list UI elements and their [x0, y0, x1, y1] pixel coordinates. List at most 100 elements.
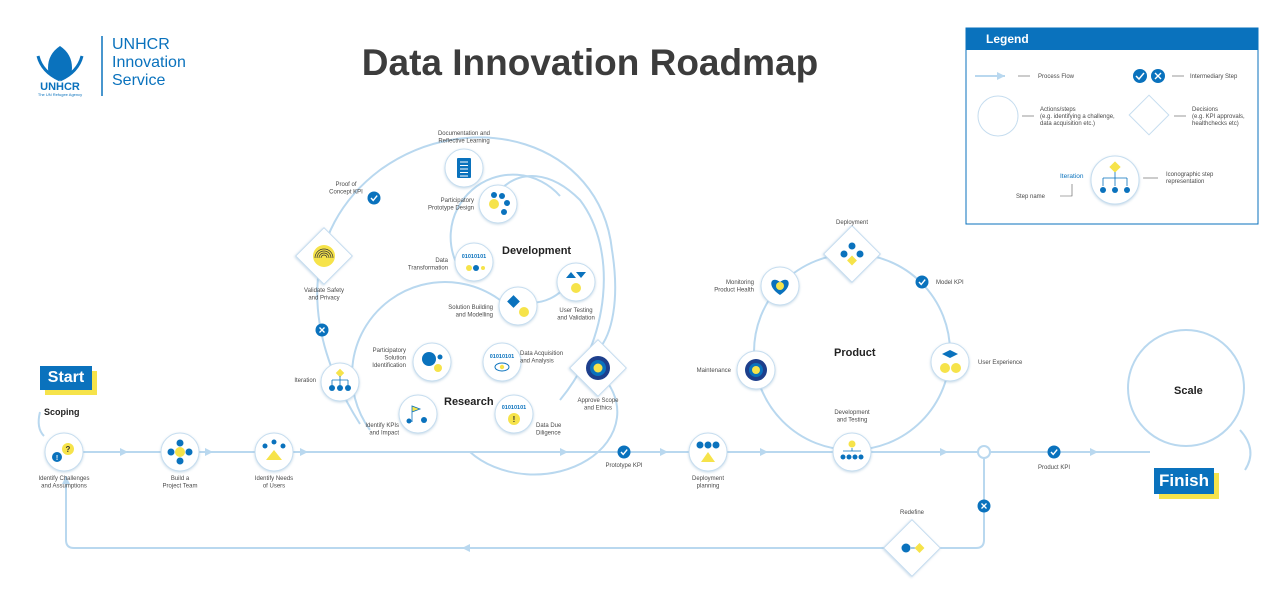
- step-dev-testing-label: and Testing: [837, 418, 868, 424]
- checkpoint-approve-icon: [915, 275, 929, 289]
- step-data-transformation-label: Transformation: [408, 266, 448, 272]
- step-participatory-solution-label: Participatory: [373, 348, 406, 354]
- step-data-due-diligence: 01010101!: [494, 394, 534, 434]
- step-data-due-diligence-label: Diligence: [536, 431, 561, 437]
- checkpoint-model-kpi-label: Model KPI: [936, 280, 964, 286]
- step-participatory-solution: [412, 342, 452, 382]
- step-redefine-label: Redefine: [900, 510, 925, 516]
- org-name: UNHCR Innovation Service: [112, 36, 186, 90]
- step-monitoring-label: Product Health: [714, 288, 754, 294]
- step-deployment-label: Deployment: [836, 220, 868, 226]
- checkpoint-proof-of-concept-label: Proof of: [335, 182, 356, 188]
- step-deployment-planning-label: Deployment: [692, 476, 724, 482]
- legend-actions: Actions/steps (e.g. identifying a challe…: [977, 95, 1115, 137]
- step-identify-needs: [254, 432, 294, 472]
- legend-title: Legend: [966, 28, 1258, 50]
- legend-iteration-example: Iteration: [1060, 173, 1084, 180]
- legend-intermediary-label: Intermediary Step: [1190, 74, 1238, 80]
- step-documentation-label: Documentation and: [438, 131, 490, 137]
- step-deployment-planning: [688, 432, 728, 472]
- step-maintenance-label: Maintenance: [697, 368, 732, 374]
- step-dev-testing-label: Development: [834, 410, 870, 416]
- step-solution-building-label: and Modelling: [456, 313, 493, 319]
- svg-text:01010101: 01010101: [490, 354, 514, 360]
- decision-junction: [977, 445, 991, 459]
- legend-actions-line2: (e.g. identifying a challenge,: [1040, 114, 1115, 120]
- step-user-testing-label: User Testing: [559, 308, 592, 314]
- legend-actions-line3: data acquisition etc.): [1040, 121, 1095, 127]
- step-build-team-label: Build a: [171, 476, 190, 482]
- checkpoint-approve-icon: [617, 445, 631, 459]
- step-user-testing-label: and Validation: [557, 316, 595, 322]
- step-approve-scope-label: and Ethics: [584, 406, 612, 412]
- stage-product: Product: [834, 347, 876, 359]
- step-iteration: [320, 362, 360, 402]
- step-iteration-label: Iteration: [294, 378, 316, 384]
- checkpoint-prototype-kpi-label: Prototype KPI: [605, 463, 642, 469]
- svg-text:01010101: 01010101: [502, 405, 526, 411]
- legend-decisions-line2: (e.g. KPI approvals,: [1192, 114, 1245, 120]
- step-deployment: [823, 225, 881, 283]
- step-user-testing: [556, 262, 596, 302]
- step-identify-needs-label: Identify Needs: [255, 476, 293, 482]
- stage-development: Development: [502, 245, 571, 257]
- step-monitoring-label: Monitoring: [726, 280, 754, 286]
- step-data-acquisition-label: Data Acquisition: [520, 351, 563, 357]
- step-validate-safety: [295, 227, 353, 285]
- step-identify-challenges-label: Identify Challenges: [38, 476, 89, 482]
- step-build-team: [160, 432, 200, 472]
- step-approve-scope-label: Approve Scope: [577, 398, 619, 404]
- legend-step-name: Step name: [1016, 194, 1046, 200]
- checkpoint-reject-icon: [315, 323, 329, 337]
- logo-wordmark: UNHCR: [40, 81, 80, 93]
- svg-text:01010101: 01010101: [462, 254, 486, 260]
- org-line-2: Innovation: [112, 54, 186, 71]
- legend-decisions-line1: Decisions: [1192, 107, 1218, 113]
- stage-scale: Scale: [1174, 385, 1203, 397]
- finish-badge: Finish: [1154, 468, 1214, 494]
- checkpoint-reject-icon: [977, 499, 991, 513]
- legend-decisions-line3: healthchecks etc): [1192, 121, 1239, 127]
- step-solution-building-label: Solution Building: [448, 305, 493, 311]
- unhcr-logo: UNHCR The UN Refugee Agency: [36, 46, 84, 97]
- start-badge: Start: [40, 366, 92, 390]
- step-data-transformation-label: Data: [435, 258, 448, 264]
- legend-iconographic: Iteration Step name Iconographic step re…: [1016, 155, 1214, 205]
- step-participatory-prototype-label: Prototype Design: [428, 206, 474, 212]
- step-identify-challenges: ?!: [44, 432, 84, 472]
- step-participatory-solution-label: Identification: [372, 363, 406, 369]
- stage-research: Research: [444, 396, 494, 408]
- svg-text:?: ?: [66, 445, 71, 454]
- step-documentation: [444, 148, 484, 188]
- checkpoint-approve-icon: [367, 191, 381, 205]
- step-data-transformation: 01010101: [454, 242, 494, 282]
- legend-intermediary: Intermediary Step: [1133, 69, 1238, 83]
- checkpoint-approve-icon: [1047, 445, 1061, 459]
- legend-iconographic-line2: representation: [1166, 179, 1204, 185]
- legend-process-flow: Process Flow: [975, 72, 1075, 80]
- step-identify-kpis: [398, 394, 438, 434]
- step-build-team-label: Project Team: [163, 484, 198, 490]
- org-line-3: Service: [112, 72, 166, 89]
- legend-decisions: Decisions (e.g. KPI approvals, healthche…: [1128, 94, 1245, 136]
- legend-actions-line1: Actions/steps: [1040, 107, 1076, 113]
- checkpoint-proof-of-concept-label: Concept KPI: [329, 190, 363, 196]
- step-redefine: [883, 519, 941, 577]
- step-identify-needs-label: of Users: [263, 484, 285, 490]
- step-user-experience-label: User Experience: [978, 360, 1023, 366]
- step-identify-kpis-label: Identify KPIs: [365, 423, 399, 429]
- step-validate-safety-label: Validate Safety: [304, 288, 344, 294]
- org-line-1: UNHCR: [112, 36, 170, 53]
- svg-text:!: !: [513, 415, 516, 424]
- step-participatory-prototype: [478, 184, 518, 224]
- step-data-acquisition: 01010101: [482, 342, 522, 382]
- legend-iconographic-line1: Iconographic step: [1166, 172, 1214, 178]
- step-participatory-solution-label: Solution: [384, 356, 406, 362]
- page-title: Data Innovation Roadmap: [361, 42, 819, 83]
- step-documentation-label: Reflective Learning: [438, 139, 489, 145]
- checkpoint-product-kpi-label: Product KPI: [1038, 465, 1070, 471]
- legend-process-flow-label: Process Flow: [1038, 74, 1075, 80]
